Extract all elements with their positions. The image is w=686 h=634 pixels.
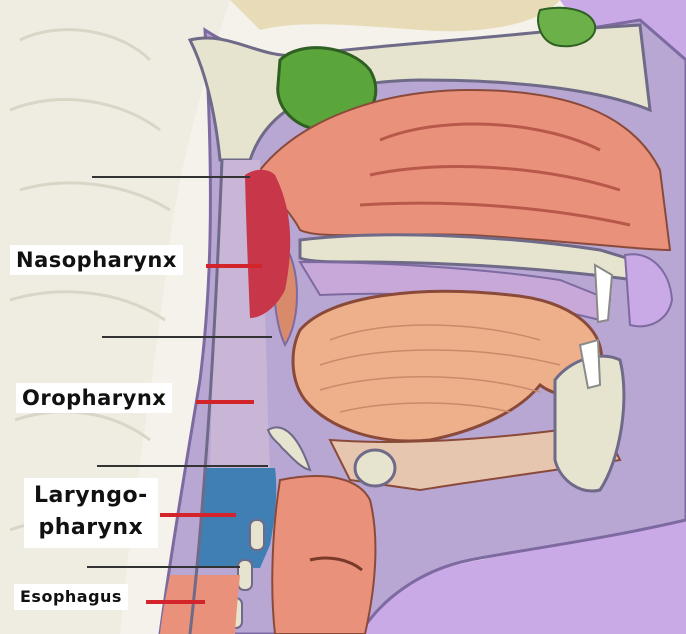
laryngopharynx-region [198,468,276,568]
esophagus-region [160,575,240,634]
frontal-sinus [538,8,595,46]
larynx [272,476,375,634]
label-nasopharynx: Nasopharynx [10,245,183,275]
upper-tooth [595,265,612,322]
label-laryngopharynx-line2: pharynx [34,512,148,544]
label-laryngopharynx: Laryngo- pharynx [24,478,158,548]
hyoid-bone [355,450,395,486]
label-esophagus: Esophagus [14,584,128,610]
label-laryngopharynx-line1: Laryngo- [34,480,148,512]
label-oropharynx: Oropharynx [16,383,172,413]
